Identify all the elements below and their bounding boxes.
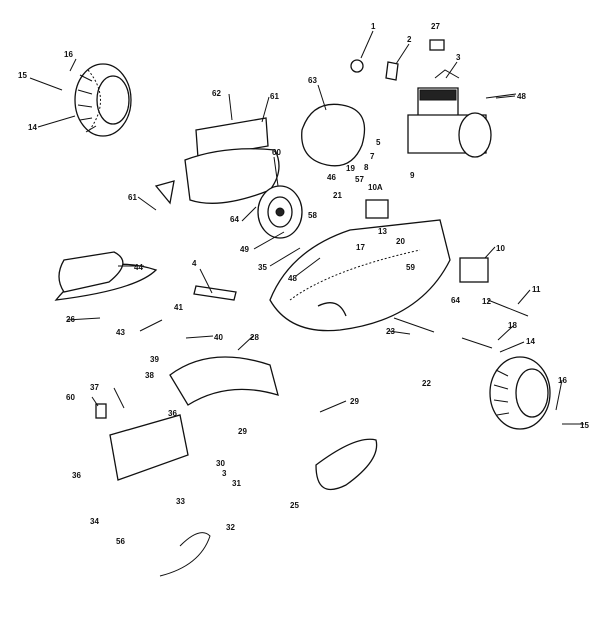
part-label-12: 12 bbox=[482, 297, 491, 306]
part-label-15b: 15 bbox=[580, 421, 589, 430]
part-label-10a: 10A bbox=[368, 183, 383, 192]
part-label-23: 23 bbox=[386, 327, 395, 336]
part-label-43: 43 bbox=[116, 328, 125, 337]
right-tire-illustration bbox=[489, 356, 551, 430]
part-label-33: 33 bbox=[176, 497, 185, 506]
part-label-27: 27 bbox=[431, 22, 440, 31]
part-label-38: 38 bbox=[145, 371, 154, 380]
part-label-31: 31 bbox=[232, 479, 241, 488]
part-label-34: 34 bbox=[90, 517, 99, 526]
part-label-10: 10 bbox=[496, 244, 505, 253]
part-label-28: 28 bbox=[250, 333, 259, 342]
part-label-14: 14 bbox=[28, 123, 37, 132]
left-tire-illustration bbox=[74, 63, 132, 137]
part-label-25: 25 bbox=[290, 501, 299, 510]
part-label-3: 3 bbox=[456, 53, 461, 62]
pulley-illustration bbox=[257, 185, 303, 239]
part-label-60b: 60 bbox=[66, 393, 75, 402]
part-label-20: 20 bbox=[396, 237, 405, 246]
part-label-36b: 36 bbox=[72, 471, 81, 480]
part-label-32: 32 bbox=[226, 523, 235, 532]
part-label-59: 59 bbox=[406, 263, 415, 272]
part-label-4: 4 bbox=[192, 259, 197, 268]
part-label-49: 49 bbox=[240, 245, 249, 254]
drive-belt-illustration bbox=[301, 103, 366, 167]
part-label-29b: 29 bbox=[238, 427, 247, 436]
part-label-64b: 64 bbox=[451, 296, 460, 305]
misc-hardware-illustration bbox=[95, 180, 529, 577]
part-label-61b: 61 bbox=[128, 193, 137, 202]
part-label-19: 19 bbox=[346, 164, 355, 173]
part-label-44: 44 bbox=[134, 263, 143, 272]
part-label-22: 22 bbox=[422, 379, 431, 388]
part-label-39: 39 bbox=[150, 355, 159, 364]
part-label-57: 57 bbox=[355, 175, 364, 184]
part-label-30: 30 bbox=[216, 459, 225, 468]
transmission-housing-illustration bbox=[269, 199, 489, 332]
part-label-29: 29 bbox=[350, 397, 359, 406]
part-label-40: 40 bbox=[214, 333, 223, 342]
part-label-15: 15 bbox=[18, 71, 27, 80]
part-label-64: 64 bbox=[230, 215, 239, 224]
engine-illustration bbox=[350, 39, 517, 158]
part-label-8: 8 bbox=[364, 163, 369, 172]
part-label-61: 61 bbox=[270, 92, 279, 101]
part-label-48b: 48 bbox=[288, 274, 297, 283]
part-label-46: 46 bbox=[327, 173, 336, 182]
part-label-63: 63 bbox=[308, 76, 317, 85]
part-label-2: 2 bbox=[407, 35, 412, 44]
part-label-16b: 16 bbox=[558, 376, 567, 385]
part-label-60: 60 bbox=[272, 148, 281, 157]
part-label-58: 58 bbox=[308, 211, 317, 220]
part-label-37: 37 bbox=[90, 383, 99, 392]
belt-cover-illustration bbox=[184, 117, 280, 204]
part-label-56: 56 bbox=[116, 537, 125, 546]
part-label-17: 17 bbox=[356, 243, 365, 252]
part-label-62: 62 bbox=[212, 89, 221, 98]
part-label-16: 16 bbox=[64, 50, 73, 59]
part-label-35: 35 bbox=[258, 263, 267, 272]
part-label-1: 1 bbox=[371, 22, 376, 31]
part-label-9: 9 bbox=[410, 171, 415, 180]
part-label-21: 21 bbox=[333, 191, 342, 200]
part-label-48: 48 bbox=[517, 92, 526, 101]
tine-shield-illustration bbox=[54, 251, 378, 491]
part-label-26: 26 bbox=[66, 315, 75, 324]
callout-labels: 1 2 27 3 48 16 15 14 62 61 63 60 46 5 7 … bbox=[18, 22, 589, 546]
part-label-14b: 14 bbox=[526, 337, 535, 346]
part-label-13: 13 bbox=[378, 227, 387, 236]
part-label-7: 7 bbox=[370, 152, 375, 161]
leader-lines bbox=[29, 30, 584, 425]
part-label-36: 36 bbox=[168, 409, 177, 418]
part-label-5: 5 bbox=[376, 138, 381, 147]
part-label-18: 18 bbox=[508, 321, 517, 330]
part-label-3b: 3 bbox=[222, 469, 227, 478]
part-label-11: 11 bbox=[532, 285, 541, 294]
part-label-41: 41 bbox=[174, 303, 183, 312]
